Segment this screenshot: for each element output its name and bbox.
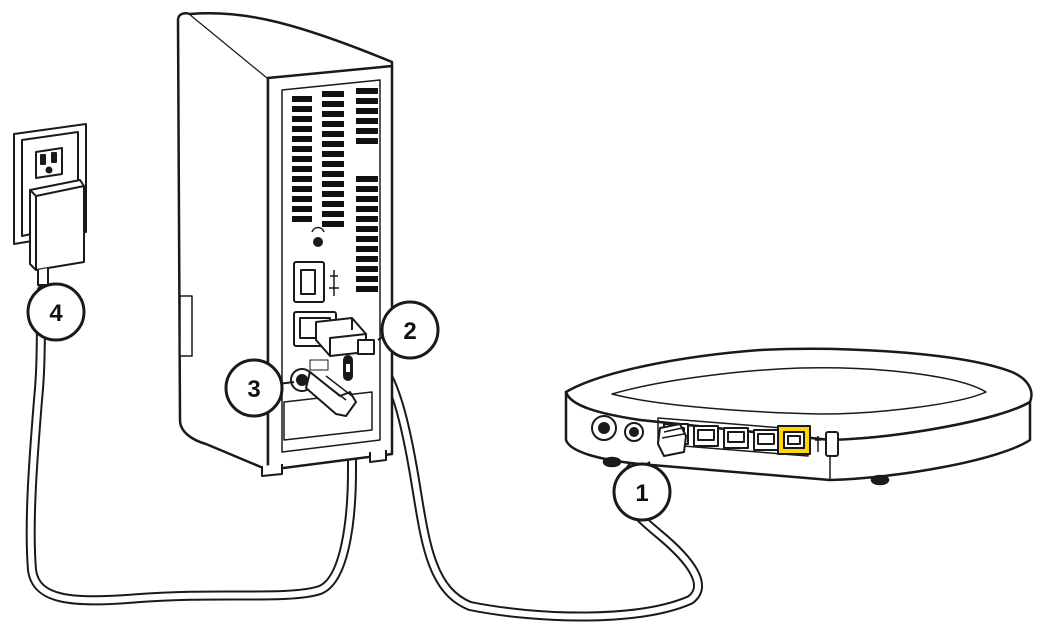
vent-slot	[322, 101, 344, 107]
vent-slot	[292, 216, 312, 222]
vent-slot	[322, 161, 344, 167]
reset-button-icon	[311, 226, 325, 247]
vent-slot	[322, 211, 344, 217]
vent-slot	[322, 131, 344, 137]
vent-slot	[322, 151, 344, 157]
vent-slot	[356, 138, 378, 144]
callout-3-label: 3	[247, 376, 260, 403]
lan-port-3	[723, 427, 749, 449]
power-adapter-icon	[29, 179, 85, 286]
callout-1: 1	[612, 461, 672, 522]
drive-vents	[292, 88, 378, 292]
vent-slot	[292, 116, 312, 122]
router-ethernet-plug	[657, 423, 687, 457]
vent-slot	[356, 216, 378, 222]
ethernet-plug	[315, 317, 375, 357]
vent-slot	[356, 98, 378, 104]
router-usb-port	[815, 431, 839, 457]
usb-icon	[815, 436, 821, 452]
vent-slot	[356, 286, 378, 292]
power-button-icon	[591, 415, 617, 441]
callout-3: 3	[224, 358, 295, 418]
vent-slot	[322, 121, 344, 127]
usb-icon	[329, 270, 339, 296]
vent-slot	[356, 276, 378, 282]
vent-slot	[292, 126, 312, 132]
network-drive	[176, 11, 394, 477]
vent-slot	[356, 108, 378, 114]
kensington-lock-icon	[343, 355, 353, 381]
vent-slot	[356, 246, 378, 252]
vent-slot	[356, 88, 378, 94]
callout-4-label: 4	[49, 300, 63, 327]
callout-4: 4	[26, 282, 86, 342]
vent-slot	[322, 141, 344, 147]
vent-slot	[356, 256, 378, 262]
vent-slot	[356, 196, 378, 202]
vent-slot	[356, 176, 378, 182]
receptacle-icon	[35, 147, 63, 179]
vent-slot	[322, 221, 344, 227]
vent-slot	[356, 128, 378, 134]
vent-slot	[292, 146, 312, 152]
router-power-jack	[624, 422, 644, 442]
vent-slot	[292, 186, 312, 192]
usb-port	[293, 261, 339, 303]
wan-port	[777, 425, 811, 455]
vent-slot	[356, 226, 378, 232]
vent-slot	[292, 136, 312, 142]
power-cable	[25, 285, 357, 606]
vent-slot	[292, 106, 312, 112]
vent-slot	[292, 176, 312, 182]
vent-slot	[322, 91, 344, 97]
vent-slot	[322, 171, 344, 177]
callout-2-label: 2	[403, 318, 416, 345]
vent-slot	[356, 236, 378, 242]
lan-port-2	[693, 425, 719, 447]
vent-slot	[322, 191, 344, 197]
vent-slot	[292, 196, 312, 202]
vent-slot	[322, 181, 344, 187]
vent-slot	[356, 266, 378, 272]
vent-slot	[356, 186, 378, 192]
vent-slot	[292, 206, 312, 212]
power-plug	[305, 371, 357, 417]
vent-slot	[322, 111, 344, 117]
router	[564, 347, 1033, 486]
vent-slot	[322, 201, 344, 207]
callout-1-label: 1	[635, 480, 648, 507]
vent-slot	[292, 96, 312, 102]
lan-port-4	[753, 429, 779, 451]
callout-2: 2	[377, 300, 440, 360]
vent-slot	[292, 166, 312, 172]
vent-slot	[356, 118, 378, 124]
vent-slot	[356, 206, 378, 212]
vent-slot	[292, 156, 312, 162]
